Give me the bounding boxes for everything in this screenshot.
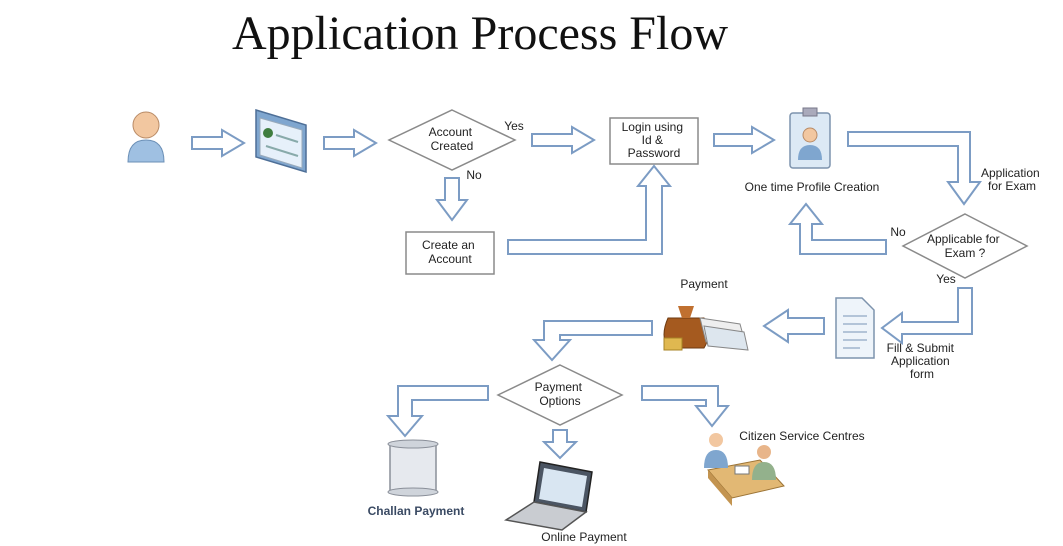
payment-label: Payment [680, 277, 728, 291]
profile-label: One time Profile Creation [745, 180, 880, 194]
online-label: Online Payment [541, 530, 627, 544]
profile-badge-icon [789, 107, 831, 169]
arrow-login-to-profile [713, 125, 776, 155]
account-created-decision [387, 109, 517, 171]
account-created-label: Account Created [429, 125, 476, 153]
edge-yes-2: Yes [936, 272, 956, 286]
arrow-create-to-login [507, 164, 673, 255]
money-bag-icon [663, 306, 749, 351]
arrow-options-to-citizen [641, 385, 731, 428]
arrow-no-to-create [435, 177, 469, 222]
arrow-yes-to-login [531, 125, 596, 155]
arrow-profile-to-applicable [847, 131, 982, 206]
citizen-centres-label: Citizen Service Centres [739, 429, 864, 443]
create-account-label: Create an Account [422, 238, 478, 266]
challan-label: Challan Payment [368, 504, 465, 518]
service-desk-icon [704, 433, 785, 506]
web-page-icon [255, 108, 307, 174]
login-label: Login using Id & Password [622, 120, 687, 160]
arrow-user-to-page [191, 128, 246, 158]
scroll-icon [387, 439, 439, 497]
arrow-fill-to-payment [762, 308, 825, 344]
payment-options-decision [496, 364, 624, 426]
edge-yes-1: Yes [504, 119, 524, 133]
arrow-page-to-decision [323, 128, 378, 158]
arrow-options-to-online [541, 429, 579, 460]
page-title: Application Process Flow [232, 7, 728, 60]
arrow-yes-to-fill [880, 287, 973, 345]
applicable-decision [901, 213, 1029, 279]
laptop-icon [503, 461, 593, 531]
edge-no-2: No [890, 225, 906, 239]
application-for-exam-label: Application for Exam [981, 166, 1043, 193]
applicable-label: Applicable for Exam ? [927, 232, 1003, 260]
payment-options-label: Payment Options [535, 380, 586, 408]
arrow-payment-to-options [531, 320, 653, 362]
login-box [609, 117, 699, 165]
edge-no-1: No [466, 168, 482, 182]
user-icon [127, 111, 165, 163]
form-document-icon [835, 297, 875, 359]
arrow-options-to-challan [385, 385, 489, 438]
arrow-no-back-to-profile [787, 202, 887, 255]
fill-submit-label: Fill & Submit Application form [887, 341, 958, 381]
create-account-box [405, 231, 495, 275]
